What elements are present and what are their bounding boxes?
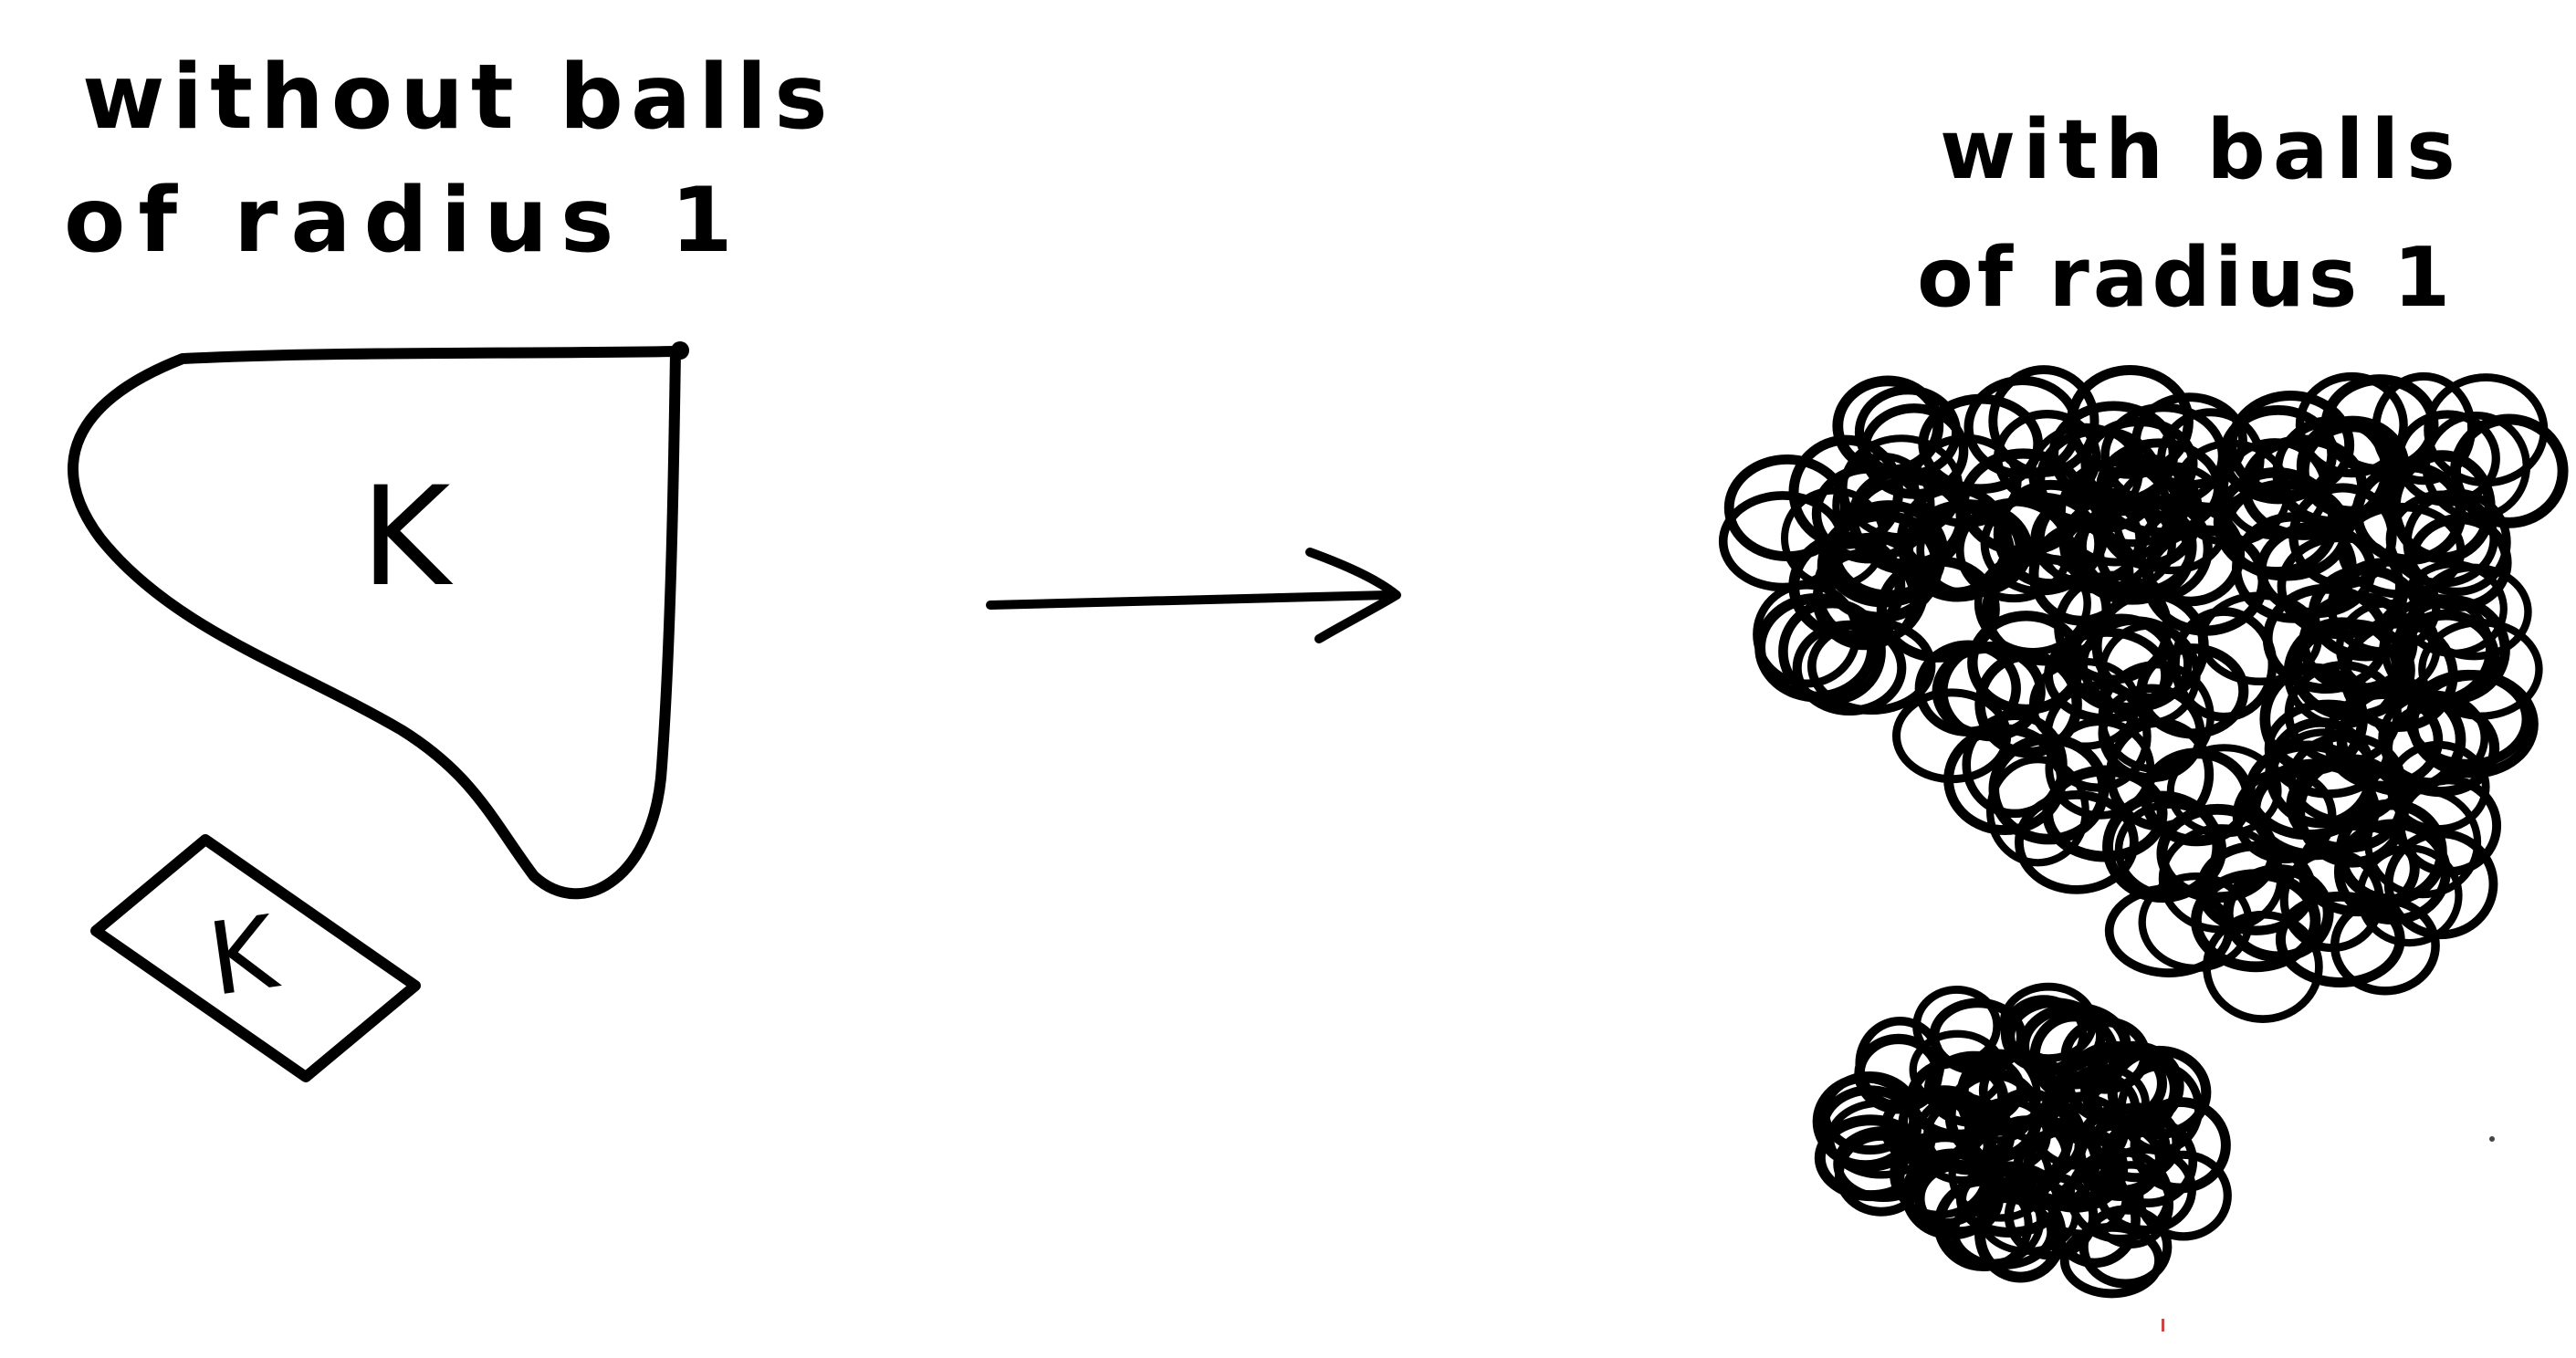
ball-circle xyxy=(1943,724,2067,836)
ball-circle xyxy=(2066,365,2194,479)
ball-circle xyxy=(1718,491,1847,592)
large-set-k-outline xyxy=(68,346,681,900)
ball-circle xyxy=(2136,643,2249,739)
left-caption-line-2: of radius 1 xyxy=(64,169,746,273)
ball-circle xyxy=(2335,799,2447,905)
large-set-k-label: K xyxy=(361,458,454,617)
ball-circle xyxy=(2014,790,2139,894)
ball-circle xyxy=(1950,1194,2056,1270)
small-set-k-label: K xyxy=(202,893,286,1018)
ball-circle xyxy=(2063,1040,2168,1126)
ball-circle xyxy=(2096,438,2223,538)
ball-circle xyxy=(1778,598,1886,705)
ball-circle xyxy=(1974,1186,2067,1283)
ball-circle xyxy=(2415,563,2532,661)
ball-circle xyxy=(1914,640,2021,737)
ball-circle xyxy=(2288,483,2397,590)
left-caption-line-1: without balls xyxy=(82,46,835,150)
ball-circle xyxy=(2337,502,2466,599)
paper-speck xyxy=(2489,1136,2495,1142)
large-set-ball-cover xyxy=(1718,365,2569,1023)
ball-circle xyxy=(1994,410,2101,506)
ball-circle xyxy=(2295,754,2409,868)
ball-circle xyxy=(2450,413,2569,528)
ball-circle xyxy=(2226,391,2355,500)
ball-circle xyxy=(2005,998,2106,1075)
ball-circle xyxy=(2265,717,2376,829)
ball-circle xyxy=(1781,486,1888,590)
ball-circle xyxy=(2079,1205,2173,1289)
ball-circle xyxy=(1896,484,2013,598)
ball-circle xyxy=(2158,824,2285,934)
ball-circle xyxy=(2262,583,2390,695)
ball-circle xyxy=(2219,405,2338,505)
ball-circle xyxy=(2231,512,2357,623)
large-set-k-corner-dot xyxy=(671,341,689,360)
right-caption-line-1: with balls xyxy=(1940,102,2463,198)
ball-circle xyxy=(2272,418,2395,528)
ball-circle xyxy=(2073,453,2192,548)
ball-circle xyxy=(1723,454,1850,561)
ball-circle xyxy=(2404,669,2531,769)
ball-circle xyxy=(2135,1150,2232,1241)
small-set-ball-cover xyxy=(1812,982,2232,1299)
ball-circle xyxy=(1829,500,1948,601)
ball-circle xyxy=(2295,371,2408,478)
arrow-icon xyxy=(986,548,1401,643)
ball-circle xyxy=(1988,365,2100,477)
ball-circle xyxy=(1832,375,1944,476)
ball-circle xyxy=(2196,841,2317,935)
ball-circle xyxy=(1834,1131,1928,1217)
ball-circle xyxy=(1898,1085,1991,1161)
ball-circle xyxy=(1820,1071,1920,1155)
ball-circle xyxy=(2074,1103,2171,1196)
ball-circle xyxy=(2299,591,2418,695)
ball-circle xyxy=(1792,620,1907,716)
paper-speck xyxy=(2162,1319,2164,1332)
right-caption-line-2: of radius 1 xyxy=(1917,230,2454,326)
ball-circle xyxy=(2028,521,2134,626)
ball-circle xyxy=(2043,681,2152,792)
ball-circle xyxy=(1976,1175,2079,1255)
ball-circle xyxy=(1985,756,2089,867)
ball-circle xyxy=(2275,891,2405,988)
ball-circle xyxy=(1974,650,2082,758)
ball-circle xyxy=(2094,495,2213,603)
ball-circle xyxy=(2080,416,2198,511)
small-set-k-outline xyxy=(90,834,421,1082)
ball-circle xyxy=(1929,998,2026,1075)
ball-circle xyxy=(2045,717,2155,820)
